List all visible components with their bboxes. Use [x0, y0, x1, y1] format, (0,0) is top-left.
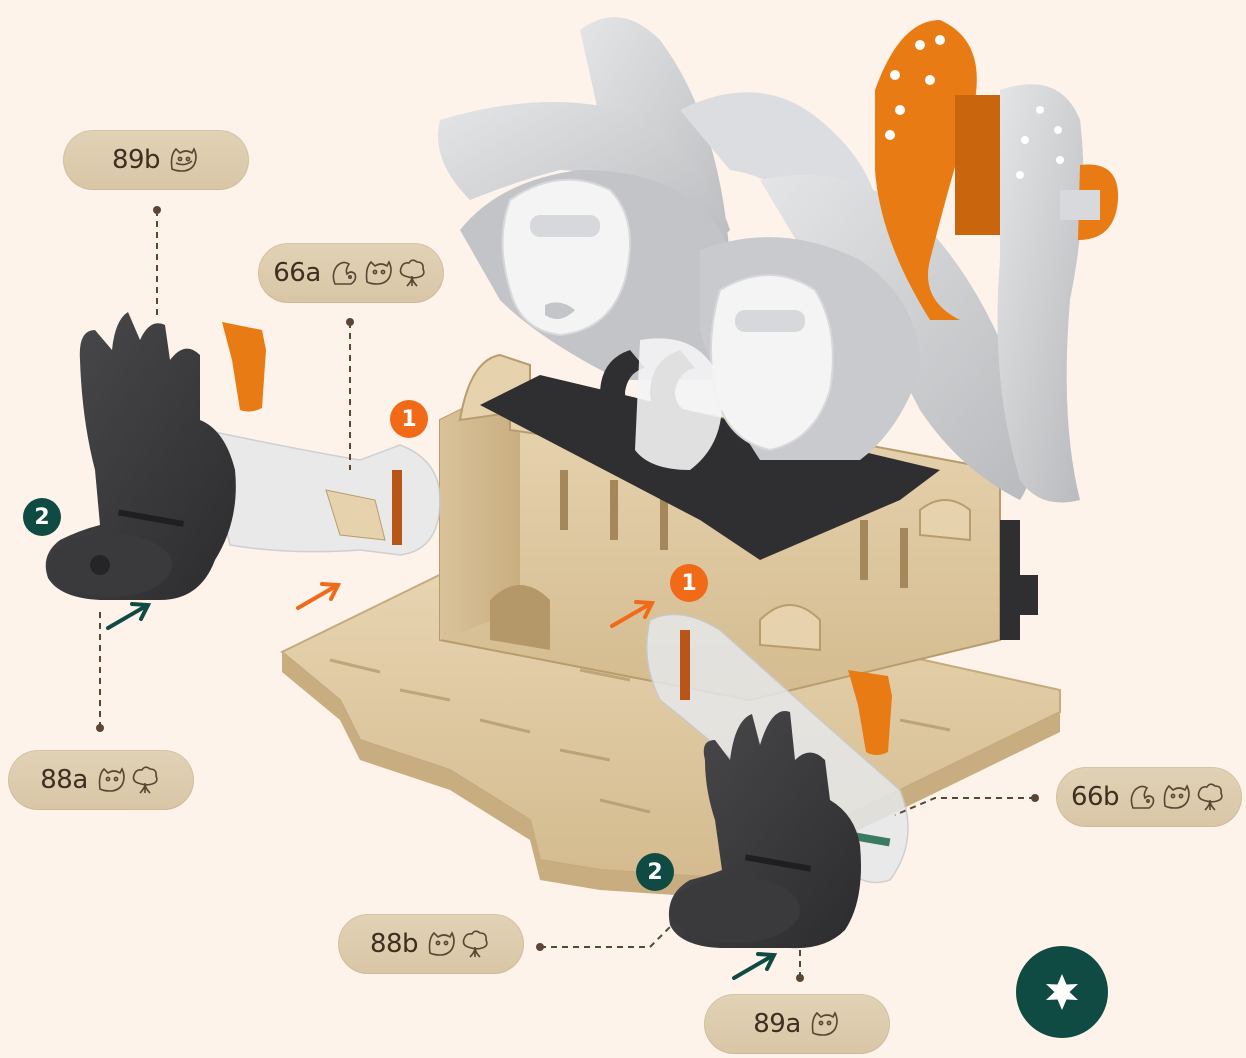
part-label-89a: 89a: [704, 994, 890, 1054]
part-number: 89b: [112, 145, 160, 175]
tree-icon: [395, 256, 429, 290]
claw-88a-89b: [46, 312, 236, 600]
part-label-89b: 89b: [63, 130, 249, 190]
raccoon-icon: [166, 143, 200, 177]
raccoon-icon: [361, 256, 395, 290]
tree-icon: [128, 763, 162, 797]
part-label-66a: 66a: [258, 243, 444, 303]
tree-icon: [458, 927, 492, 961]
step-badge-2: 2: [636, 853, 674, 891]
part-label-88a: 88a: [8, 750, 194, 810]
raccoon-icon: [1159, 780, 1193, 814]
squirrel-icon: [1125, 780, 1159, 814]
star-icon: [1042, 972, 1082, 1012]
part-number: 89a: [753, 1009, 801, 1039]
part-number: 88b: [370, 929, 418, 959]
part-label-88b: 88b: [338, 914, 524, 974]
part-number: 66a: [273, 258, 321, 288]
squirrel-icon: [327, 256, 361, 290]
star-button[interactable]: [1016, 946, 1108, 1038]
step-badge-1: 1: [670, 564, 708, 602]
step-badge-1: 1: [390, 400, 428, 438]
orange-tail-fin: [875, 20, 1118, 320]
tree-icon: [1193, 780, 1227, 814]
arm-66a: [200, 430, 440, 555]
raccoon-icon: [807, 1007, 841, 1041]
part-number: 88a: [40, 765, 88, 795]
part-number: 66b: [1071, 782, 1119, 812]
part-label-66b: 66b: [1056, 767, 1242, 827]
step-badge-2: 2: [23, 498, 61, 536]
raccoon-icon: [424, 927, 458, 961]
raccoon-icon: [94, 763, 128, 797]
